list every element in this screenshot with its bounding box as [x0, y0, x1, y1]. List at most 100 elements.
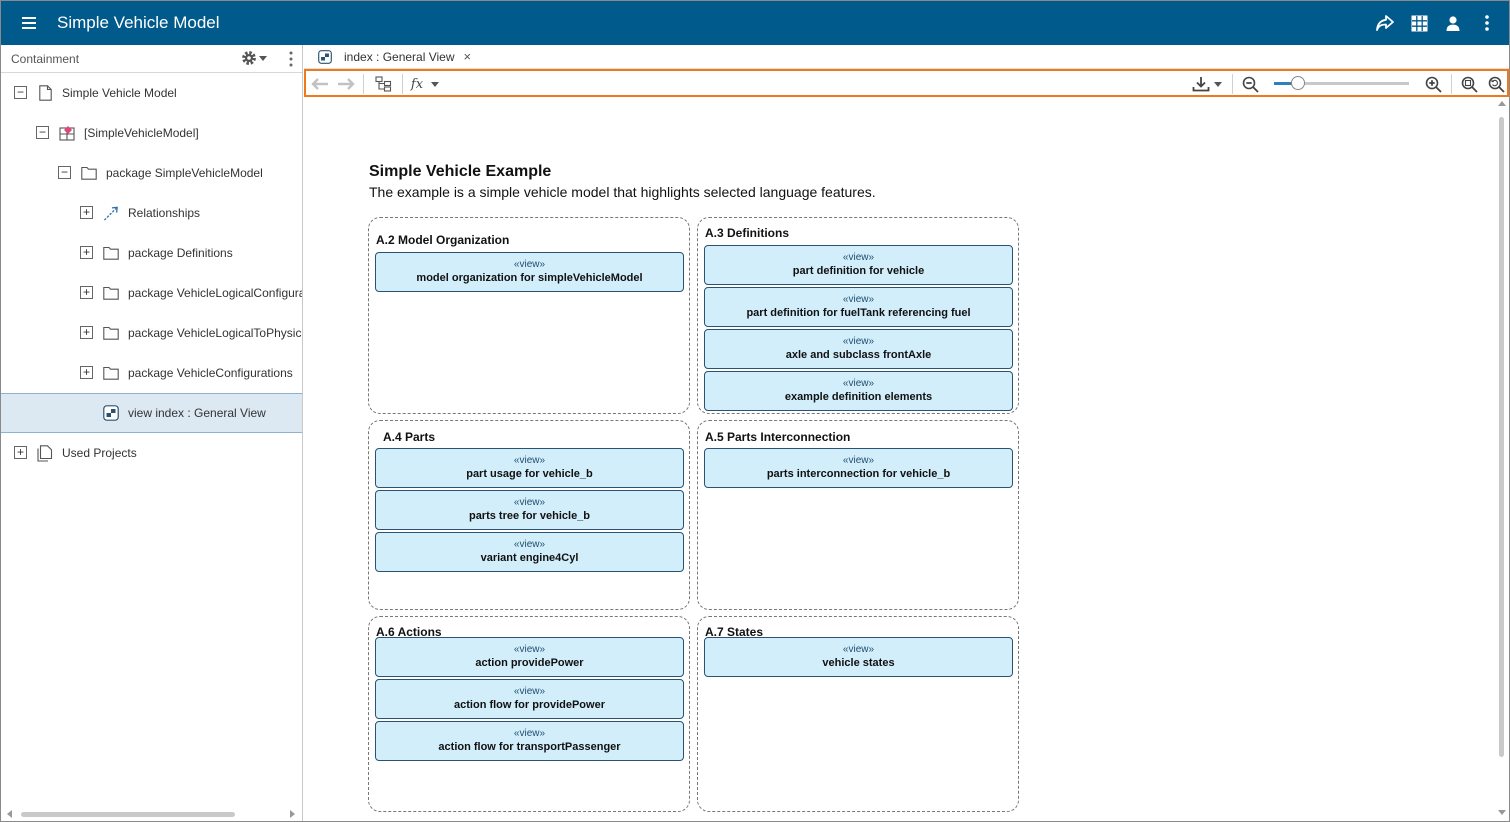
tree-node-package-vehicleconfigurations[interactable]: + package VehicleConfigurations: [1, 353, 302, 393]
view-name: example definition elements: [784, 391, 933, 403]
view-vehicle-states[interactable]: «view» vehicle states: [704, 637, 1013, 677]
scroll-right-icon[interactable]: [290, 810, 295, 818]
grid-icon[interactable]: [1409, 13, 1429, 33]
scrollbar-thumb[interactable]: [1499, 117, 1504, 757]
zoom-reset-icon[interactable]: [1485, 74, 1507, 94]
toolbar-separator: [1451, 74, 1452, 94]
zoom-in-icon[interactable]: [1422, 74, 1444, 94]
view-part-definition-fueltank[interactable]: «view» part definition for fuelTank refe…: [704, 287, 1013, 327]
more-vert-icon[interactable]: [1477, 13, 1497, 33]
tree-node-package-definitions[interactable]: + package Definitions: [1, 233, 302, 273]
collapse-toggle[interactable]: −: [58, 166, 71, 179]
expand-toggle[interactable]: +: [80, 326, 93, 339]
expand-toggle[interactable]: +: [80, 206, 93, 219]
tree-node-label: package VehicleLogicalToPhysica: [128, 326, 302, 340]
collapse-toggle[interactable]: −: [36, 126, 49, 139]
editor-area: index : General View × fx: [304, 45, 1509, 821]
tree-node-view-index[interactable]: view index : General View: [1, 393, 302, 433]
view-axle-frontaxle[interactable]: «view» axle and subclass frontAxle: [704, 329, 1013, 369]
folder-icon: [103, 245, 119, 261]
view-name: parts tree for vehicle_b: [468, 510, 591, 522]
tab-close-icon[interactable]: ×: [463, 49, 472, 64]
diagram-canvas[interactable]: Simple Vehicle Example The example is a …: [304, 97, 1494, 821]
group-states[interactable]: A.7 States «view» vehicle states: [697, 616, 1019, 812]
group-parts[interactable]: A.4 Parts «view» part usage for vehicle_…: [368, 420, 690, 610]
formula-dropdown[interactable]: fx: [409, 74, 441, 94]
view-name: variant engine4Cyl: [480, 552, 579, 564]
group-title: A.3 Definitions: [705, 226, 790, 240]
forward-arrow-icon[interactable]: [335, 74, 357, 94]
group-parts-interconnection[interactable]: A.5 Parts Interconnection «view» parts i…: [697, 420, 1019, 610]
zoom-out-icon[interactable]: [1239, 74, 1261, 94]
toolbar-separator: [363, 74, 364, 94]
tree-node-package-vehiclelogicalconfigurations[interactable]: + package VehicleLogicalConfigura: [1, 273, 302, 313]
collapse-toggle[interactable]: −: [14, 86, 27, 99]
formula-icon: fx: [410, 76, 424, 92]
tree-node-label: Relationships: [128, 206, 201, 220]
group-actions[interactable]: A.6 Actions «view» action providePower «…: [368, 616, 690, 812]
tree-node-simple-vehicle-model[interactable]: − Simple Vehicle Model: [1, 73, 302, 113]
view-stereotype: «view»: [842, 455, 875, 466]
tab-index-general-view[interactable]: index : General View: [344, 49, 455, 64]
expand-toggle[interactable]: +: [80, 366, 93, 379]
folder-icon: [103, 285, 119, 301]
view-action-flow-providepower[interactable]: «view» action flow for providePower: [375, 679, 684, 719]
group-definitions[interactable]: A.3 Definitions «view» part definition f…: [697, 217, 1019, 414]
scroll-left-icon[interactable]: [7, 810, 12, 818]
folder-icon: [81, 165, 97, 181]
view-part-definition-vehicle[interactable]: «view» part definition for vehicle: [704, 245, 1013, 285]
tree-node-label: package SimpleVehicleModel: [106, 166, 263, 180]
containment-panel: Containment − Simple Vehicle Model −: [1, 45, 303, 821]
tree-node-label: package VehicleLogicalConfigura: [128, 286, 302, 300]
diagram-title: Simple Vehicle Example: [369, 163, 552, 180]
expand-toggle[interactable]: +: [80, 286, 93, 299]
tree-node-label: [SimpleVehicleModel]: [84, 126, 199, 140]
document-icon: [37, 85, 53, 101]
zoom-slider-handle[interactable]: [1291, 76, 1306, 90]
hierarchy-icon[interactable]: [372, 74, 394, 94]
scroll-up-icon[interactable]: [1498, 101, 1506, 106]
app-title: Simple Vehicle Model: [57, 13, 220, 32]
expand-toggle[interactable]: +: [80, 246, 93, 259]
view-parts-interconnection-vehicle-b[interactable]: «view» parts interconnection for vehicle…: [704, 448, 1013, 488]
scroll-down-icon[interactable]: [1498, 810, 1506, 815]
tree-node-package-simplevehiclemodel[interactable]: − package SimpleVehicleModel: [1, 153, 302, 193]
diagram-toolbar: fx: [304, 69, 1509, 97]
view-example-definition-elements[interactable]: «view» example definition elements: [704, 371, 1013, 411]
group-title: A.5 Parts Interconnection: [705, 430, 851, 444]
expand-toggle[interactable]: +: [14, 446, 27, 459]
group-title: A.7 States: [705, 625, 764, 639]
group-model-organization[interactable]: A.2 Model Organization «view» model orga…: [368, 217, 690, 414]
settings-gear-icon[interactable]: [241, 50, 267, 66]
download-icon: [1192, 77, 1210, 92]
tree-node-used-projects[interactable]: + Used Projects: [1, 433, 302, 473]
scrollbar-thumb[interactable]: [21, 812, 235, 817]
view-name: part definition for fuelTank referencing…: [746, 307, 971, 319]
tree-node-package-vehiclelogicaltophysical[interactable]: + package VehicleLogicalToPhysica: [1, 313, 302, 353]
folder-icon: [103, 365, 119, 381]
zoom-slider[interactable]: [1274, 76, 1409, 90]
view-action-providepower[interactable]: «view» action providePower: [375, 637, 684, 677]
canvas-vertical-scrollbar[interactable]: [1495, 97, 1509, 821]
share-icon[interactable]: [1375, 13, 1395, 33]
zoom-fit-icon[interactable]: [1458, 74, 1480, 94]
view-part-usage-vehicle-b[interactable]: «view» part usage for vehicle_b: [375, 448, 684, 488]
view-variant-engine4cyl[interactable]: «view» variant engine4Cyl: [375, 532, 684, 572]
toolbar-separator: [1232, 74, 1233, 94]
export-dropdown[interactable]: [1190, 74, 1224, 94]
documents-icon: [37, 444, 53, 462]
panel-more-icon[interactable]: [289, 51, 295, 67]
menu-icon[interactable]: [1, 1, 57, 45]
group-title: A.2 Model Organization: [376, 233, 510, 247]
user-icon[interactable]: [1443, 13, 1463, 33]
view-model-organization[interactable]: «view» model organization for simpleVehi…: [375, 252, 684, 292]
tree-node-relationships[interactable]: + Relationships: [1, 193, 302, 233]
zoom-slider-fill: [1274, 82, 1299, 85]
back-arrow-icon[interactable]: [309, 74, 331, 94]
tree-horizontal-scrollbar[interactable]: [1, 807, 303, 821]
group-title: A.4 Parts: [383, 430, 436, 444]
tree-node-simplevehiclemodel-root[interactable]: − [SimpleVehicleModel]: [1, 113, 302, 153]
view-parts-tree-vehicle-b[interactable]: «view» parts tree for vehicle_b: [375, 490, 684, 530]
view-action-flow-transportpassenger[interactable]: «view» action flow for transportPassenge…: [375, 721, 684, 761]
view-name: axle and subclass frontAxle: [785, 349, 932, 361]
